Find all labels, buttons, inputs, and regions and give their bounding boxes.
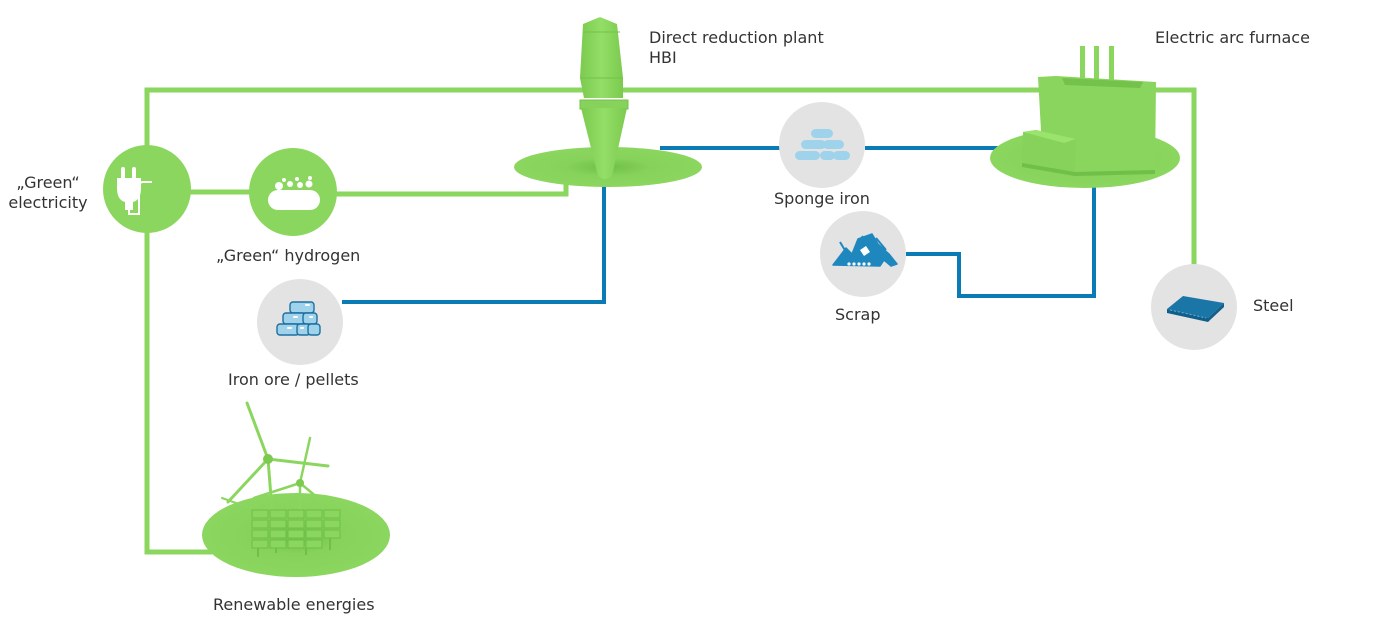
- sponge-iron-label: Sponge iron: [774, 189, 870, 208]
- iron-ore-node[interactable]: [257, 279, 343, 365]
- renewables-node[interactable]: [202, 401, 390, 577]
- eaf-label: Electric arc furnace: [1155, 28, 1310, 47]
- hydrogen-node[interactable]: [249, 148, 337, 236]
- scrap-pile-icon: [832, 233, 898, 267]
- dri-plant-label-line2: HBI: [649, 48, 677, 67]
- dri-plant-label: Direct reduction plant HBI: [649, 28, 824, 68]
- hydrogen-label: „Green“ hydrogen: [216, 246, 361, 265]
- line-electricity-to-eaf: [144, 87, 1197, 285]
- electricity-label-line1: „Green“: [16, 173, 80, 192]
- electricity-label-line2: electricity: [8, 193, 88, 212]
- renewables-label: Renewable energies: [213, 595, 375, 614]
- electricity-label: „Green“ electricity: [0, 173, 96, 213]
- shaft-furnace-icon: [579, 17, 629, 179]
- line-ore-to-dri: [342, 185, 606, 304]
- dri-plant-node[interactable]: [514, 17, 702, 187]
- steel-label: Steel: [1253, 296, 1294, 315]
- line-hydrogen-to-dri: [335, 180, 569, 197]
- steel-node[interactable]: [1151, 264, 1237, 350]
- eaf-node[interactable]: [990, 46, 1180, 188]
- plug-icon: [117, 167, 152, 215]
- dri-plant-label-line1: Direct reduction plant: [649, 28, 824, 47]
- steel-slab-icon: [1167, 296, 1224, 322]
- sponge-iron-node[interactable]: [779, 102, 865, 188]
- scrap-node[interactable]: [820, 211, 906, 297]
- electricity-node[interactable]: [103, 145, 191, 233]
- pellet-stack-icon: [276, 301, 321, 336]
- iron-ore-label: Iron ore / pellets: [228, 370, 359, 389]
- line-electricity-to-renewables: [144, 232, 212, 555]
- hydrogen-bubbles-icon: [268, 176, 320, 210]
- wind-solar-icon: [221, 401, 341, 557]
- line-scrap-to-eaf: [906, 180, 1096, 298]
- material-lines: [342, 146, 1096, 304]
- briquettes-icon: [795, 129, 850, 160]
- scrap-label: Scrap: [835, 305, 881, 324]
- arc-furnace-icon: [1022, 46, 1156, 176]
